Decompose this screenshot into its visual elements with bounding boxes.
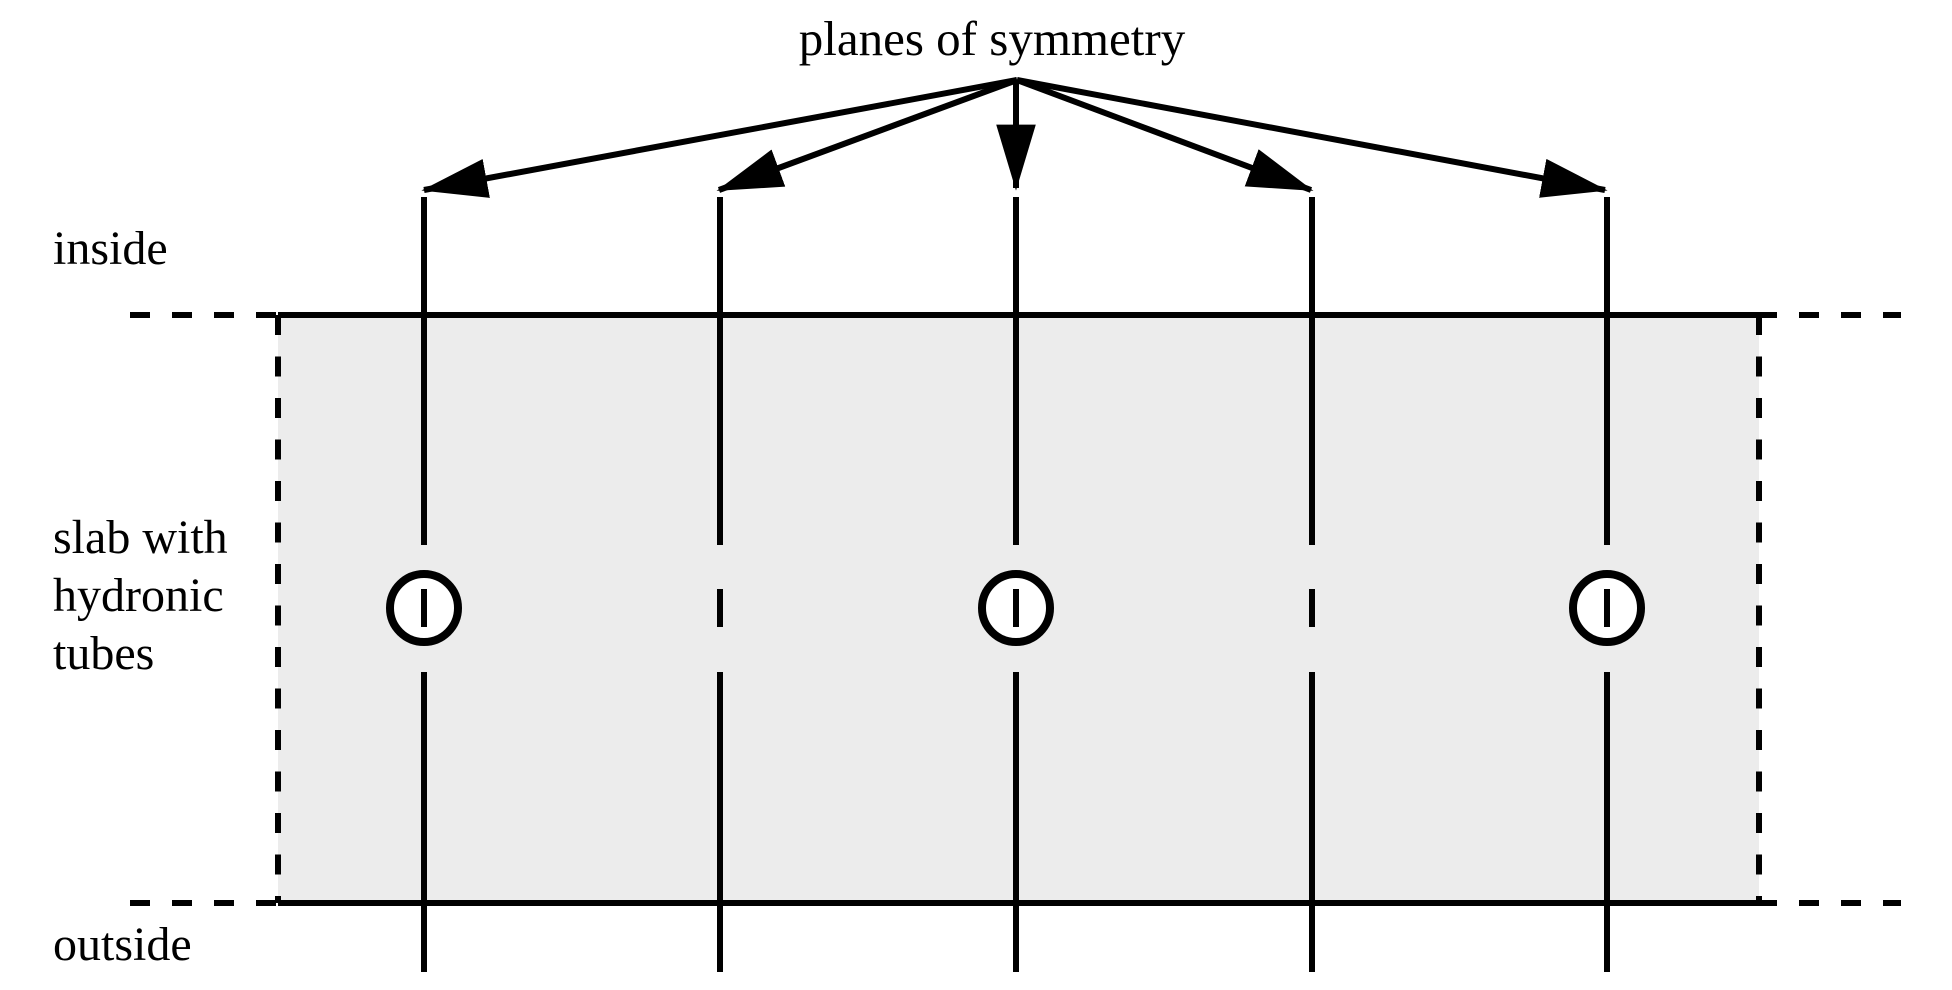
- symmetry-arrow-2: [716, 77, 1019, 193]
- symmetry-annotation-arrows: [421, 77, 1608, 198]
- slab-label-line-3: tubes: [53, 627, 154, 680]
- inside-label: inside: [53, 222, 168, 275]
- diagram-title: planes of symmetry: [799, 11, 1186, 66]
- slab-label: slab with hydronic tubes: [53, 511, 228, 680]
- symmetry-arrow-1: [421, 77, 1018, 198]
- symmetry-plane-line-1: [386, 197, 462, 972]
- symmetry-plane-line-5: [1569, 197, 1645, 972]
- symmetry-plane-line-3: [978, 197, 1054, 972]
- slab-label-line-2: hydronic: [53, 569, 224, 622]
- symmetry-arrow-5: [1016, 77, 1608, 198]
- slab-label-line-1: slab with: [53, 511, 228, 564]
- outside-label: outside: [53, 918, 192, 971]
- symmetry-arrow-4: [1015, 77, 1314, 193]
